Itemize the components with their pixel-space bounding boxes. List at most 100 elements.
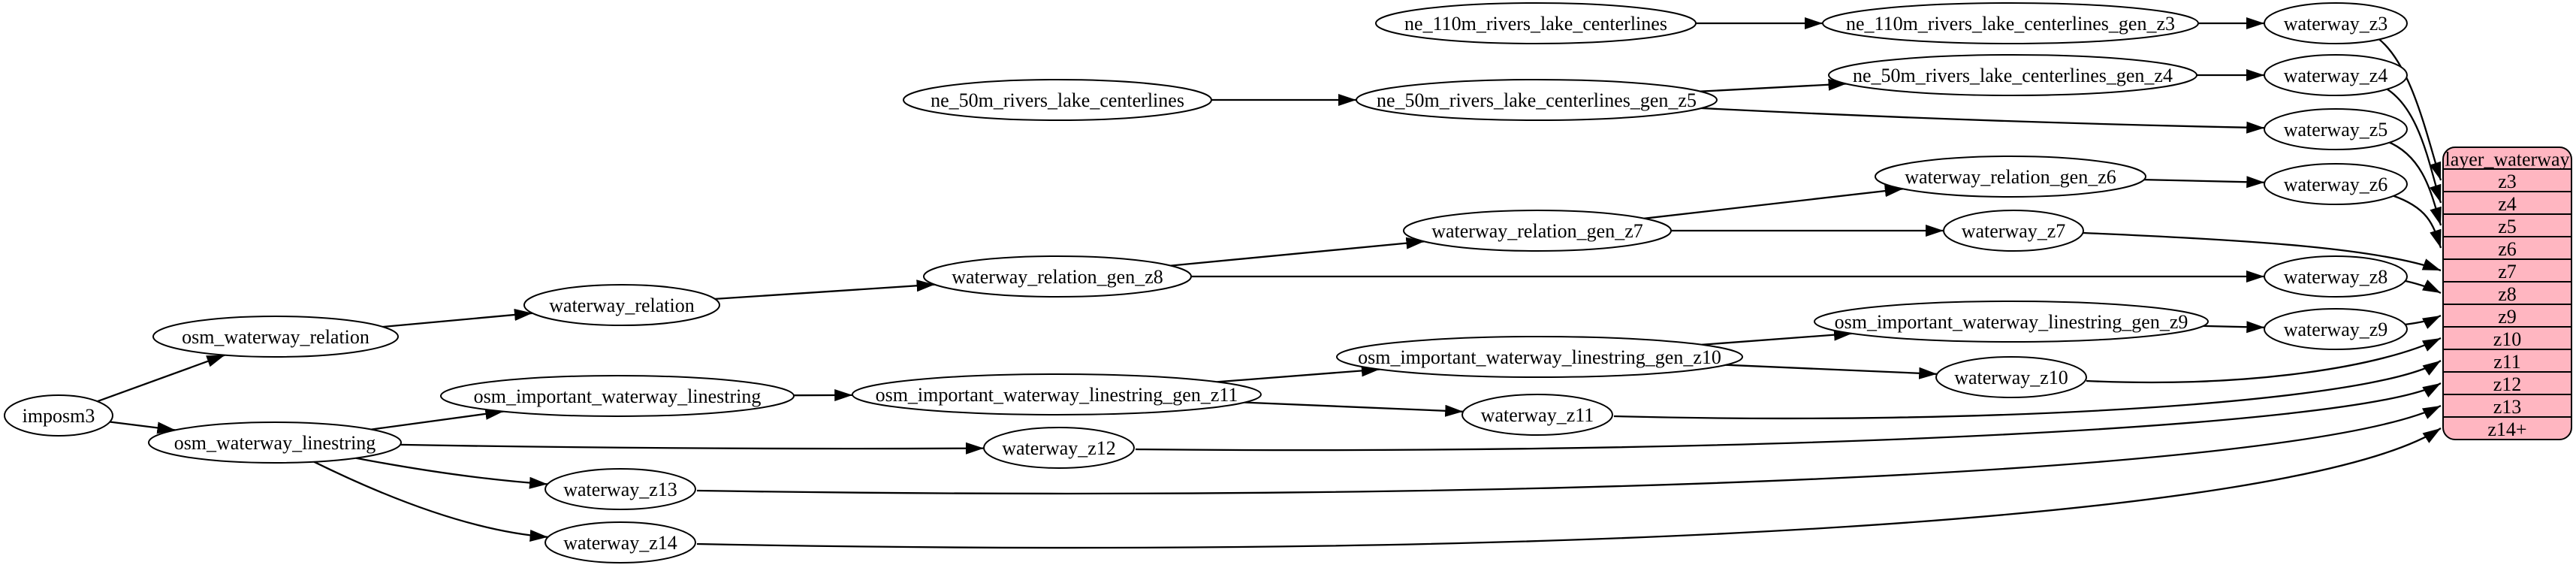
node-ellipse-waterway_z10 — [1935, 356, 2087, 398]
edge-ne_50m_rivers_lake_centerlines_gen_z5--waterway_z5 — [1701, 107, 2265, 134]
edge-imposm3--osm_waterway_relation — [97, 354, 225, 403]
node-waterway_z8: waterway_z8 — [2264, 255, 2408, 298]
edge-waterway_z11--row-z11 — [1613, 360, 2442, 420]
node-ellipse-osm_waterway_relation — [152, 316, 399, 358]
node-ellipse-ne_50m_rivers_lake_centerlines_gen_z5 — [1356, 79, 1718, 121]
table-row-label-z4: z4 — [2498, 193, 2517, 215]
node-waterway_relation_gen_z6: waterway_relation_gen_z6 — [1875, 156, 2146, 198]
node-osm_important_waterway_linestring_gen_z10: osm_important_waterway_linestring_gen_z1… — [1336, 336, 1743, 378]
node-label-imposm3: imposm3 — [23, 405, 95, 427]
table-row-label-z6: z6 — [2498, 238, 2517, 260]
node-label-waterway_z8: waterway_z8 — [2284, 266, 2388, 288]
node-ne_50m_rivers_lake_centerlines_gen_z5: ne_50m_rivers_lake_centerlines_gen_z5 — [1356, 79, 1718, 121]
node-label-ne_50m_rivers_lake_centerlines_gen_z4: ne_50m_rivers_lake_centerlines_gen_z4 — [1853, 65, 2173, 86]
table-row-label-z13: z13 — [2493, 396, 2522, 418]
node-waterway_z5: waterway_z5 — [2264, 108, 2408, 150]
edge-osm_important_waterway_linestring_gen_z10--osm_important_waterway_linestring_gen_z9 — [1702, 328, 1853, 346]
node-label-osm_important_waterway_linestring_gen_z11: osm_important_waterway_linestring_gen_z1… — [876, 384, 1238, 406]
node-waterway_z6: waterway_z6 — [2264, 163, 2408, 205]
node-label-ne_50m_rivers_lake_centerlines: ne_50m_rivers_lake_centerlines — [931, 89, 1184, 111]
node-ne_50m_rivers_lake_centerlines_gen_z4: ne_50m_rivers_lake_centerlines_gen_z4 — [1828, 54, 2197, 96]
node-ellipse-waterway_z12 — [983, 427, 1135, 469]
node-osm_important_waterway_linestring: osm_important_waterway_linestring — [440, 375, 795, 417]
nodes-layer: imposm3 osm_waterway_relation osm_waterway… — [4, 2, 2408, 563]
node-osm_important_waterway_linestring_gen_z11: osm_important_waterway_linestring_gen_z1… — [852, 373, 1262, 415]
node-ellipse-waterway_z8 — [2264, 255, 2408, 298]
node-waterway_z7: waterway_z7 — [1943, 210, 2084, 252]
node-ellipse-waterway_relation — [523, 284, 720, 326]
node-waterway_z10: waterway_z10 — [1935, 356, 2087, 398]
node-ellipse-waterway_relation_gen_z6 — [1875, 156, 2146, 198]
node-ellipse-osm_waterway_linestring — [148, 421, 402, 464]
node-ellipse-ne_50m_rivers_lake_centerlines — [903, 79, 1212, 121]
node-label-waterway_relation_gen_z7: waterway_relation_gen_z7 — [1431, 220, 1643, 242]
node-label-osm_waterway_linestring: osm_waterway_linestring — [174, 432, 376, 454]
node-waterway_z4: waterway_z4 — [2264, 54, 2408, 96]
node-ellipse-osm_important_waterway_linestring_gen_z10 — [1336, 336, 1743, 378]
node-label-ne_50m_rivers_lake_centerlines_gen_z5: ne_50m_rivers_lake_centerlines_gen_z5 — [1377, 89, 1697, 111]
node-label-waterway_relation_gen_z6: waterway_relation_gen_z6 — [1905, 166, 2116, 188]
edge-osm_important_waterway_linestring_gen_z11--waterway_z11 — [1244, 401, 1464, 417]
node-waterway_z3: waterway_z3 — [2264, 2, 2408, 44]
node-waterway_relation: waterway_relation — [523, 284, 720, 326]
edge-waterway_z7--row-z7 — [2083, 231, 2442, 272]
edge-osm_important_waterway_linestring_gen_z10--waterway_z10 — [1725, 364, 1938, 379]
node-imposm3: imposm3 — [4, 394, 113, 437]
node-ellipse-waterway_relation_gen_z7 — [1403, 210, 1672, 252]
node-label-waterway_z12: waterway_z12 — [1002, 437, 1116, 459]
node-label-waterway_z3: waterway_z3 — [2284, 13, 2388, 35]
table-row-label-z12: z12 — [2493, 373, 2522, 395]
node-ellipse-waterway_z9 — [2264, 308, 2408, 350]
edge-osm_important_waterway_linestring_gen_z9--waterway_z9 — [2203, 321, 2265, 334]
table-outline — [2442, 147, 2572, 440]
node-waterway_z12: waterway_z12 — [983, 427, 1135, 469]
edge-imposm3--osm_waterway_linestring — [110, 421, 176, 434]
node-ellipse-waterway_z3 — [2264, 2, 2408, 44]
node-waterway_relation_gen_z8: waterway_relation_gen_z8 — [923, 255, 1192, 298]
node-label-waterway_z14: waterway_z14 — [563, 532, 677, 554]
edge-osm_waterway_relation--waterway_relation — [382, 309, 533, 328]
node-ellipse-waterway_z5 — [2264, 108, 2408, 150]
node-ellipse-waterway_z6 — [2264, 163, 2408, 205]
edge-waterway_relation_gen_z8--waterway_relation_gen_z7 — [1170, 237, 1425, 267]
node-label-waterway_relation_gen_z8: waterway_relation_gen_z8 — [952, 266, 1163, 288]
table-layer_waterway: layer_waterwayz3z4z5z6z7z8z9z10z11z12z13… — [2442, 147, 2572, 440]
table-row-label-z14+: z14+ — [2487, 418, 2526, 440]
node-ne_110m_rivers_lake_centerlines_gen_z3: ne_110m_rivers_lake_centerlines_gen_z3 — [1822, 2, 2199, 44]
node-label-waterway_z11: waterway_z11 — [1481, 404, 1594, 426]
node-ne_110m_rivers_lake_centerlines: ne_110m_rivers_lake_centerlines — [1375, 2, 1697, 44]
node-waterway_z13: waterway_z13 — [544, 468, 696, 510]
table-row-label-z9: z9 — [2498, 306, 2517, 328]
node-ellipse-waterway_z11 — [1461, 394, 1613, 436]
node-label-waterway_z7: waterway_z7 — [1962, 220, 2066, 242]
node-label-osm_important_waterway_linestring: osm_important_waterway_linestring — [474, 385, 762, 407]
node-ellipse-osm_important_waterway_linestring — [440, 375, 795, 417]
table-layer: layer_waterwayz3z4z5z6z7z8z9z10z11z12z13… — [2442, 147, 2572, 440]
edge-waterway_z4--row-z4 — [2381, 85, 2442, 204]
node-ellipse-waterway_relation_gen_z8 — [923, 255, 1192, 298]
node-label-waterway_z5: waterway_z5 — [2284, 119, 2388, 140]
node-ellipse-imposm3 — [4, 394, 113, 437]
node-label-osm_waterway_relation: osm_waterway_relation — [182, 326, 370, 348]
node-label-waterway_z4: waterway_z4 — [2284, 65, 2388, 86]
edge-waterway_z5--row-z5 — [2386, 140, 2442, 226]
node-waterway_z9: waterway_z9 — [2264, 308, 2408, 350]
edge-osm_waterway_linestring--waterway_z13 — [355, 457, 548, 489]
edge-waterway_relation--waterway_relation_gen_z8 — [714, 279, 935, 301]
table-row-label-z10: z10 — [2493, 328, 2522, 350]
edge-waterway_z3--row-z3 — [2376, 37, 2442, 181]
node-ellipse-waterway_z4 — [2264, 54, 2408, 96]
node-label-waterway_z9: waterway_z9 — [2284, 319, 2388, 340]
edge-waterway_relation_gen_z7--waterway_relation_gen_z6 — [1644, 185, 1903, 219]
node-label-ne_110m_rivers_lake_centerlines_gen_z3: ne_110m_rivers_lake_centerlines_gen_z3 — [1846, 13, 2175, 35]
edge-osm_important_waterway_linestring_gen_z11--osm_important_waterway_linestring_gen_z10 — [1217, 364, 1380, 383]
edge-waterway_z8--row-z8 — [2405, 279, 2442, 295]
edge-osm_waterway_linestring--waterway_z12 — [400, 442, 985, 455]
node-ellipse-osm_important_waterway_linestring_gen_z11 — [852, 373, 1262, 415]
table-header-label: layer_waterway — [2445, 149, 2569, 171]
edge-waterway_z12--row-z12 — [1135, 382, 2442, 452]
node-waterway_z11: waterway_z11 — [1461, 394, 1613, 436]
node-waterway_z14: waterway_z14 — [544, 521, 696, 563]
node-ellipse-ne_110m_rivers_lake_centerlines_gen_z3 — [1822, 2, 2199, 44]
